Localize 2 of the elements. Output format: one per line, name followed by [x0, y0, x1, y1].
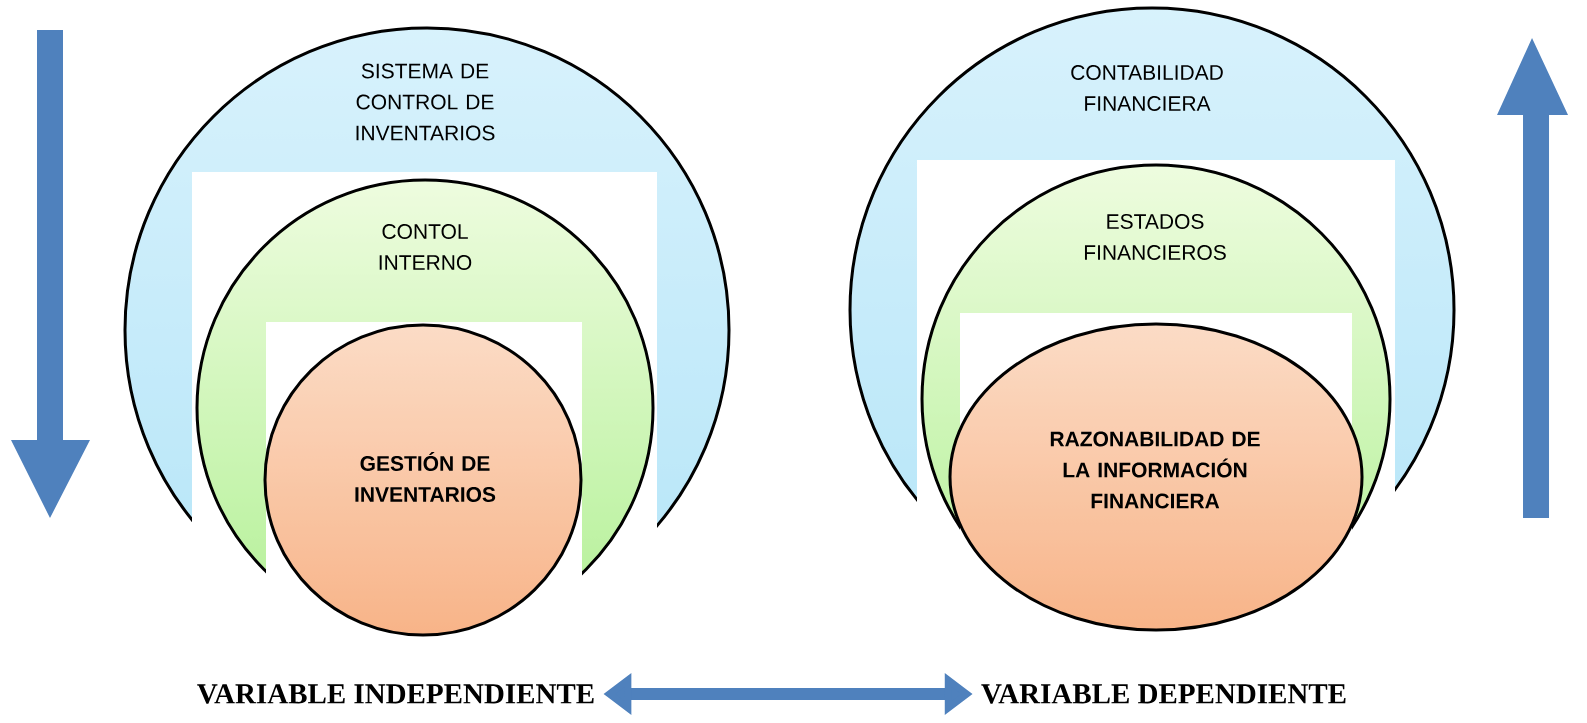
- variable-label: VARIABLE INDEPENDIENTE: [197, 684, 594, 704]
- variable-label: VARIABLE DEPENDIENTE: [981, 684, 1346, 704]
